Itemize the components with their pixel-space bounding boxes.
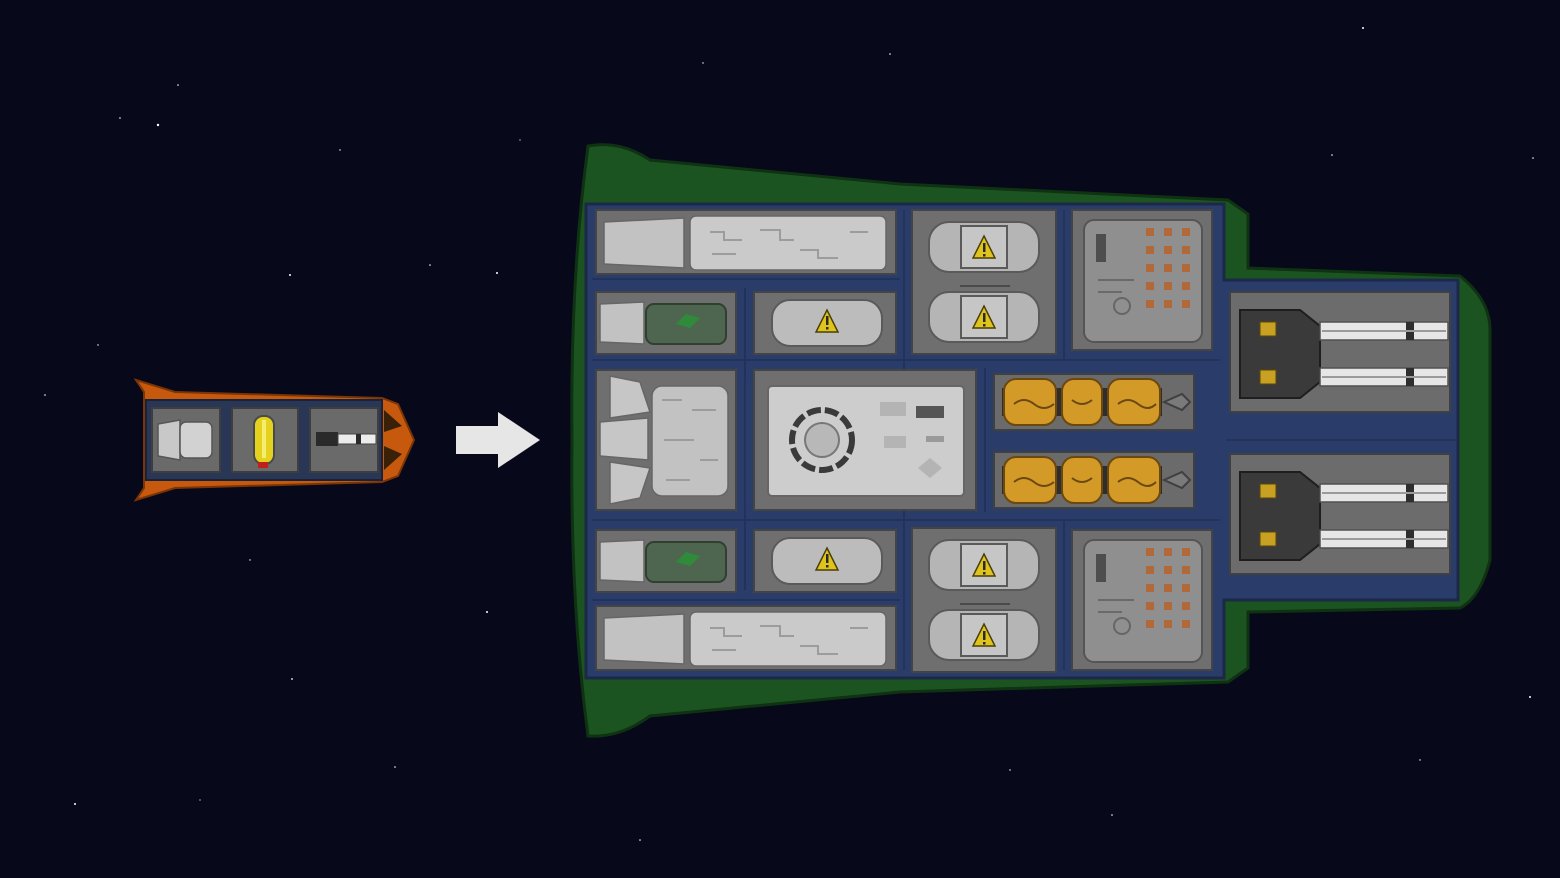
- reactor-icon: [789, 407, 855, 473]
- twin-cannon-upper[interactable]: [1229, 291, 1451, 413]
- engine-cluster[interactable]: [595, 369, 737, 511]
- small-thruster-bottom[interactable]: [595, 529, 737, 593]
- fuel-tank-icon: [710, 229, 868, 259]
- laser-gun-icon: [316, 432, 377, 446]
- gold-battery-upper[interactable]: [993, 373, 1195, 431]
- small-thruster-top[interactable]: [595, 291, 737, 355]
- thruster-icon: [603, 613, 685, 665]
- large-thruster-bottom[interactable]: [595, 605, 897, 671]
- thruster-module[interactable]: [151, 407, 221, 473]
- laser-gun-module[interactable]: [309, 407, 379, 473]
- computer-top[interactable]: [1071, 209, 1213, 351]
- warning-icon: [814, 546, 840, 571]
- thruster-icon: [599, 539, 727, 583]
- pressure-tanks-bottom[interactable]: [911, 527, 1057, 673]
- hazard-tank-bottom[interactable]: [753, 529, 897, 593]
- hazard-tank-top[interactable]: [753, 291, 897, 355]
- fuel-tank-icon: [710, 625, 868, 655]
- computer-bottom[interactable]: [1071, 529, 1213, 671]
- warning-icon: [814, 308, 840, 333]
- thruster-icon: [603, 217, 685, 269]
- thruster-icon: [599, 375, 729, 505]
- fuel-capsule-module[interactable]: [231, 407, 299, 473]
- cannon-icon: [1229, 453, 1451, 575]
- cannon-icon: [1229, 291, 1451, 413]
- circuit-board-icon: [1071, 529, 1213, 671]
- twin-cannon-lower[interactable]: [1229, 453, 1451, 575]
- battery-icon: [993, 451, 1195, 509]
- starfield: [44, 27, 1534, 841]
- large-thruster-top[interactable]: [595, 209, 897, 275]
- circuit-board-icon: [1071, 209, 1213, 351]
- upgrade-arrow: [456, 412, 540, 468]
- fuel-tank-bottom[interactable]: [689, 611, 887, 667]
- large-ship[interactable]: [570, 143, 1492, 738]
- thruster-icon: [599, 301, 727, 345]
- fuel-tank-top[interactable]: [689, 215, 887, 271]
- thruster-icon: [157, 419, 213, 461]
- battery-icon: [993, 373, 1195, 431]
- fuel-capsule-icon: [253, 415, 275, 468]
- gold-battery-lower[interactable]: [993, 451, 1195, 509]
- arrow-right-icon: [456, 412, 540, 468]
- command-module[interactable]: [753, 369, 977, 511]
- small-ship[interactable]: [133, 378, 416, 502]
- pressure-tanks-top[interactable]: [911, 209, 1057, 355]
